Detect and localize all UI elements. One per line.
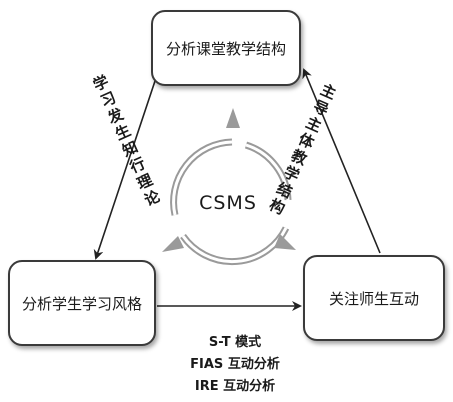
arrow-top-to-left [93,71,159,260]
method-item: S-T 模式 [208,335,262,350]
node-label: 分析学生学习风格 [21,294,142,313]
arrow-right-to-top [302,68,381,254]
cycle-arrow-left [162,236,184,252]
method-item: IRE 互动分析 [194,379,276,394]
node-analyze-classroom-structure: 分析课堂教学结构 [151,10,301,86]
cycle-arrow-right [274,234,296,250]
node-teacher-student-interaction: 关注师生互动 [303,255,445,341]
center-label: CSMS [199,192,257,214]
node-label: 关注师生互动 [328,289,419,308]
cycle-arrow-top [226,108,240,128]
methods-list: S-T 模式 FIAS 互动分析 IRE 互动分析 [170,332,300,398]
node-label: 分析课堂教学结构 [165,39,286,58]
node-analyze-learning-style: 分析学生学习风格 [8,260,156,346]
method-item: FIAS 互动分析 [190,357,280,372]
